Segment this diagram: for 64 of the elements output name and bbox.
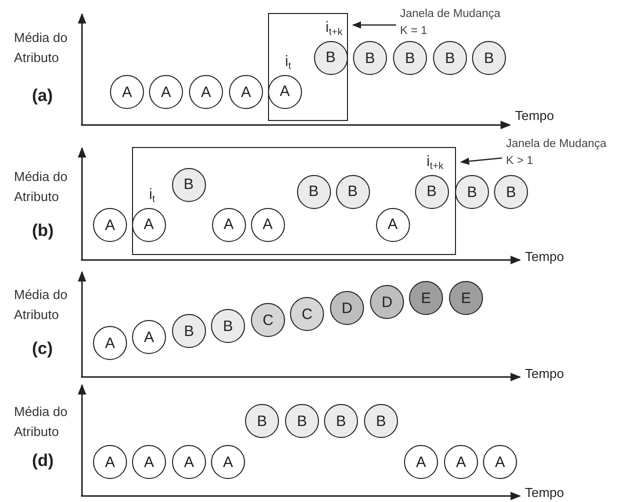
annotation-text: K = 1 bbox=[400, 24, 428, 39]
index-label: i$_{t}$ bbox=[284, 54, 292, 74]
letter-circle: A bbox=[93, 326, 127, 360]
letter-circle: E bbox=[409, 281, 443, 315]
letter-circle: B bbox=[353, 41, 387, 75]
letter-circle: A bbox=[110, 75, 144, 109]
letter-circle: A bbox=[149, 75, 183, 109]
letter-circle: C bbox=[251, 303, 285, 337]
axis-label: Média do Atributo bbox=[14, 403, 68, 441]
axis-label: Média do Atributo bbox=[14, 286, 68, 324]
letter-circle: B bbox=[172, 168, 206, 202]
letter-circle: B bbox=[414, 174, 449, 209]
letter-circle: B bbox=[314, 40, 348, 75]
panel-label: (b) bbox=[32, 221, 54, 241]
annotation-text: Janela de Mudança bbox=[506, 137, 606, 152]
letter-circle: B bbox=[393, 41, 427, 75]
letter-circle: B bbox=[324, 404, 358, 438]
letter-circle: B bbox=[455, 175, 489, 209]
panel-label: (c) bbox=[32, 339, 53, 359]
letter-circle: B bbox=[472, 41, 506, 75]
letter-circle: A bbox=[211, 445, 245, 479]
annotation-text: Janela de Mudança bbox=[400, 7, 500, 22]
axis-label: Média do Atributo bbox=[14, 29, 68, 67]
letter-circle: B bbox=[433, 41, 467, 75]
letter-circle: B bbox=[245, 404, 279, 438]
letter-circle: A bbox=[212, 208, 246, 242]
axis-label: Tempo bbox=[525, 485, 564, 500]
letter-circle: D bbox=[330, 291, 364, 325]
letter-circle: E bbox=[449, 281, 483, 315]
letter-circle: B bbox=[211, 309, 245, 343]
annotation-text: K > 1 bbox=[506, 154, 534, 169]
letter-circle: B bbox=[285, 404, 319, 438]
letter-circle: A bbox=[376, 208, 410, 242]
index-label: i$_{t}$ bbox=[148, 187, 156, 207]
axis-label: Tempo bbox=[515, 108, 554, 123]
letter-circle: D bbox=[370, 285, 404, 319]
index-label: i$_{t+k}$ bbox=[426, 154, 444, 174]
letter-circle: A bbox=[172, 445, 206, 479]
letter-circle: A bbox=[189, 75, 223, 109]
letter-circle: A bbox=[444, 445, 478, 479]
window-box bbox=[132, 147, 456, 255]
letter-circle: A bbox=[404, 445, 438, 479]
letter-circle: A bbox=[229, 75, 263, 109]
letter-circle: B bbox=[172, 314, 206, 348]
letter-circle: B bbox=[364, 404, 398, 438]
letter-circle: A bbox=[268, 74, 302, 109]
letter-circle: A bbox=[132, 445, 166, 479]
letter-circle: A bbox=[483, 445, 517, 479]
panel-label: (d) bbox=[32, 451, 54, 471]
letter-circle: A bbox=[93, 445, 127, 479]
index-label: i$_{t+k}$ bbox=[326, 20, 342, 40]
axis-label: Tempo bbox=[525, 366, 564, 381]
letter-circle: B bbox=[494, 175, 528, 209]
letter-circle: B bbox=[336, 174, 370, 209]
letter-circle: A bbox=[132, 320, 166, 354]
panel-label: (a) bbox=[32, 86, 53, 106]
window-box bbox=[268, 13, 348, 121]
letter-circle: B bbox=[296, 174, 331, 209]
letter-circle: A bbox=[250, 208, 285, 242]
axis-label: Média do Atributo bbox=[14, 168, 68, 206]
letter-circle: A bbox=[132, 208, 166, 242]
letter-circle: C bbox=[290, 297, 324, 331]
letter-circle: A bbox=[93, 208, 127, 242]
axis-label: Tempo bbox=[525, 249, 564, 264]
